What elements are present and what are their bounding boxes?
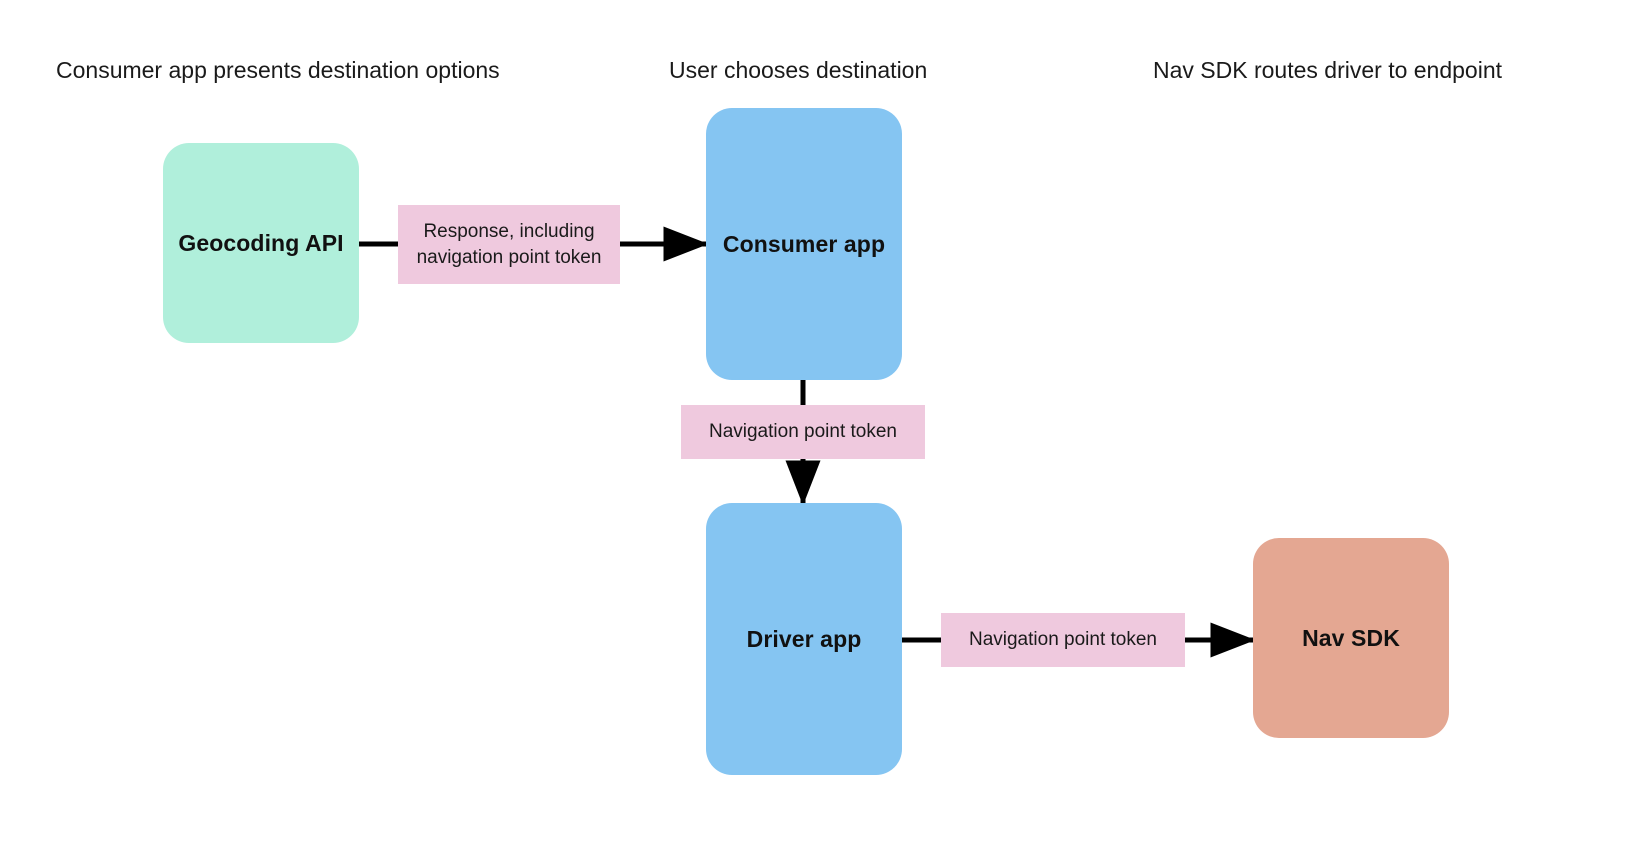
column-heading-user-chooses: User chooses destination bbox=[669, 57, 928, 83]
edge-label-nav-token-consumer-to-driver: Navigation point token bbox=[681, 405, 925, 459]
column-heading-nav-sdk: Nav SDK routes driver to endpoint bbox=[1153, 57, 1503, 83]
node-nav-sdk[interactable]: Nav SDK bbox=[1253, 538, 1449, 738]
node-consumer-app-label: Consumer app bbox=[722, 230, 886, 257]
edge-label-nav-token-2-text: Navigation point token bbox=[968, 629, 1157, 650]
node-nav-sdk-label: Nav SDK bbox=[1302, 624, 1400, 651]
edge-label-nav-token-driver-to-navsdk: Navigation point token bbox=[941, 613, 1185, 667]
node-consumer-app[interactable]: Consumer app bbox=[706, 108, 902, 380]
node-geocoding-api-label: Geocoding API bbox=[178, 229, 344, 256]
edge-label-response-including-nav-token: Response, including navigation point tok… bbox=[398, 205, 620, 284]
node-driver-app[interactable]: Driver app bbox=[706, 503, 902, 775]
edge-label-response-text: Response, including navigation point tok… bbox=[416, 220, 602, 268]
node-geocoding-api[interactable]: Geocoding API bbox=[163, 143, 359, 343]
edge-label-nav-token-1-text: Navigation point token bbox=[708, 421, 897, 442]
column-heading-consumer-app: Consumer app presents destination option… bbox=[56, 57, 500, 83]
node-driver-app-label: Driver app bbox=[746, 625, 862, 652]
